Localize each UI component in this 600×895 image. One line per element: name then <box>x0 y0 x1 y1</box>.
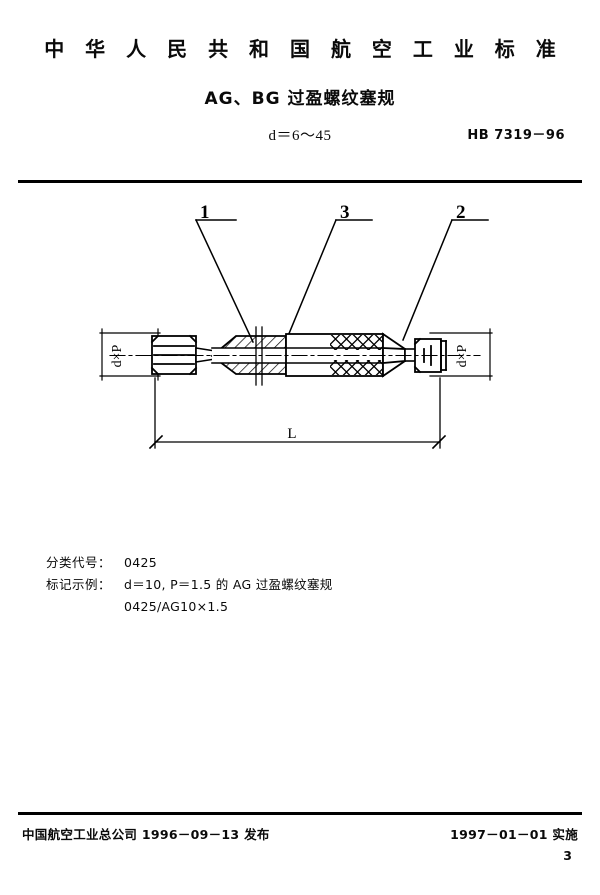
classification-code-label: 分类代号： <box>46 555 112 570</box>
plug-gauge-drawing-svg: 1 3 2 d×P d×P L <box>99 202 493 450</box>
diameter-range-label: d＝6～45 <box>268 128 332 144</box>
notes-block: 分类代号： 0425 标记示例： d＝10, P＝1.5 的 AG 过盈螺纹塞规… <box>46 552 526 618</box>
marking-example-value-second-line: 0425/AG10×1.5 <box>124 599 229 614</box>
technical-drawing: 1 3 2 d×P d×P L <box>0 196 600 496</box>
left-dimension-lines <box>99 328 161 381</box>
right-thread-spec-label: d×P <box>455 344 470 367</box>
callout-leaders <box>195 219 489 343</box>
classification-code-value: 0425 <box>124 555 158 570</box>
organization-heading: 中 华 人 民 共 和 国 航 空 工 业 标 准 <box>44 37 563 61</box>
callout-label-3: 3 <box>340 202 350 223</box>
marking-example-label: 标记示例： <box>46 577 112 592</box>
length-dimension <box>148 377 447 450</box>
header-divider <box>18 180 582 183</box>
callout-label-1: 1 <box>200 202 210 223</box>
effective-date-statement: 1997－01－01 实施 <box>450 827 578 842</box>
footer-divider <box>18 812 582 815</box>
marking-example-value: d＝10, P＝1.5 的 AG 过盈螺纹塞规 <box>124 577 333 592</box>
classification-code-row: 分类代号： 0425 <box>46 552 526 574</box>
page-number: 3 <box>563 848 572 863</box>
page-title: AG、BG 过盈螺纹塞规 <box>204 89 396 109</box>
length-dimension-label: L <box>287 426 296 442</box>
standard-number: HB 7319－96 <box>467 128 565 143</box>
right-dimension-lines <box>429 328 493 381</box>
callout-label-2: 2 <box>456 202 466 223</box>
marking-example-row: 标记示例： d＝10, P＝1.5 的 AG 过盈螺纹塞规 <box>46 574 526 596</box>
left-thread-spec-label: d×P <box>110 344 125 367</box>
issuer-statement: 中国航空工业总公司 1996－09－13 发布 <box>22 827 270 842</box>
